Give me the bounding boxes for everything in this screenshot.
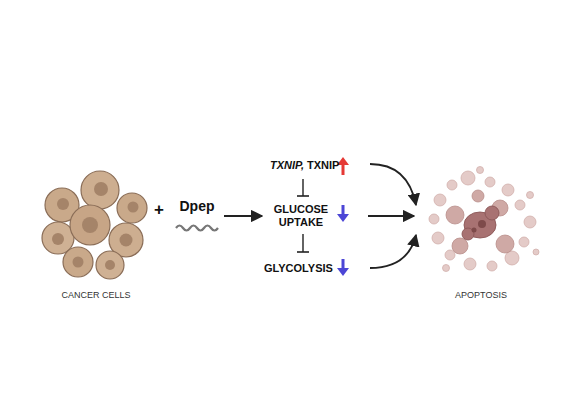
plus-sign: + xyxy=(154,200,164,220)
connector-line xyxy=(302,234,303,252)
gene-protein-node: TXNIP,TXNIP xyxy=(270,156,362,174)
node-label: TXNIP xyxy=(307,159,339,172)
down-arrow-symbol xyxy=(337,259,349,276)
inhibition-connector xyxy=(297,234,309,252)
connector-line xyxy=(370,235,416,268)
outcome-node: APOPTOSIS xyxy=(422,160,540,300)
connector-line xyxy=(370,164,416,205)
arrow-connector xyxy=(370,164,416,205)
process-node: GLYCOLYSIS xyxy=(264,260,362,276)
peptide-node: Dpep xyxy=(174,198,220,234)
arrow-connector xyxy=(368,216,414,217)
arrow-connector xyxy=(224,216,262,217)
inhibition-bar xyxy=(297,251,309,253)
node-label: Dpep xyxy=(180,198,215,214)
cell-cluster-node: CANCER CELLS xyxy=(36,178,156,300)
node-label: GLYCOLYSIS xyxy=(264,262,333,275)
connector-line xyxy=(302,179,303,196)
node-label: APOPTOSIS xyxy=(455,290,507,300)
process-node: GLUCOSE UPTAKE xyxy=(268,202,362,230)
node-label: CANCER CELLS xyxy=(61,290,130,300)
down-arrow-symbol xyxy=(337,205,349,222)
arrow-connector xyxy=(370,235,416,268)
inhibition-bar xyxy=(297,195,309,197)
peptide-squiggle xyxy=(176,226,218,231)
node-label: TXNIP, xyxy=(270,159,304,172)
node-label: GLUCOSE UPTAKE xyxy=(268,203,334,228)
cancer-cells-illustration xyxy=(42,171,147,279)
inhibition-connector xyxy=(297,179,309,196)
connector-line xyxy=(368,215,414,217)
connector-line xyxy=(224,215,262,217)
apoptosis-illustration xyxy=(429,167,539,272)
